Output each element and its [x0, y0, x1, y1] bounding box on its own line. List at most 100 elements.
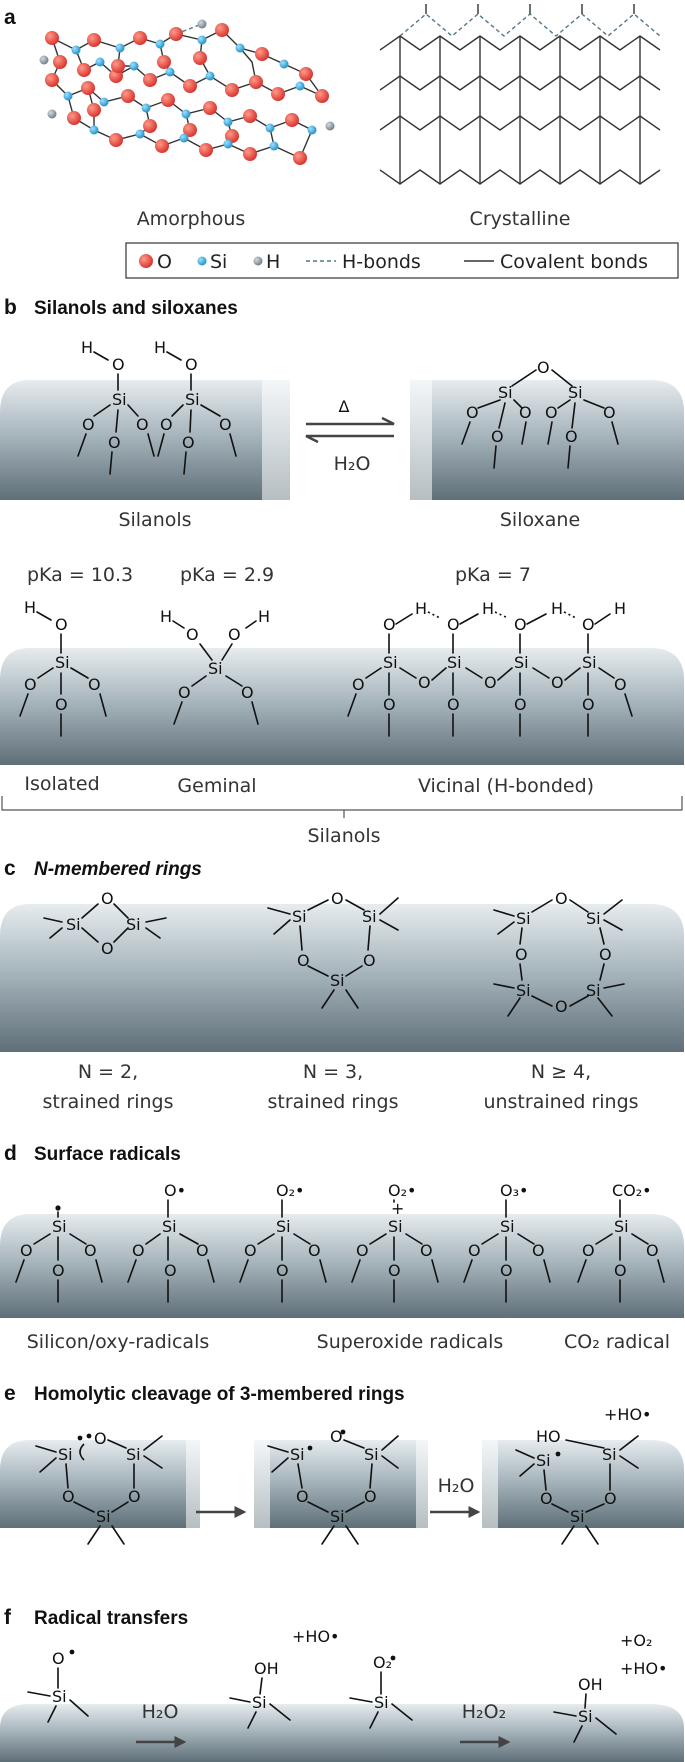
- ring-4-desc: unstrained rings: [483, 1091, 638, 1113]
- radical-ozonide: O₃•: [500, 1181, 528, 1200]
- f-oxygen-product: +O₂: [620, 1631, 652, 1650]
- svg-text:Si: Si: [516, 909, 531, 928]
- co2-radical-label: CO₂ radical: [564, 1331, 670, 1353]
- svg-text:Si: Si: [362, 907, 377, 926]
- silanols-caption: Silanols: [118, 509, 191, 531]
- svg-text:O: O: [604, 1489, 617, 1508]
- vicinal-label: Vicinal (H-bonded): [418, 775, 594, 797]
- svg-text:Si: Si: [500, 1217, 515, 1236]
- radical-superoxide-1: O₂•: [276, 1181, 304, 1200]
- svg-text:O: O: [515, 945, 528, 964]
- silanol-type-labels: Isolated Geminal Vicinal (H-bonded): [24, 773, 594, 797]
- f-hydroxyl-product-1: +HO•: [292, 1627, 339, 1646]
- f-peroxide-label: H₂O₂: [462, 1701, 506, 1723]
- svg-text:H: H: [24, 598, 36, 617]
- svg-text:O: O: [160, 415, 173, 434]
- svg-text:O: O: [500, 1261, 513, 1280]
- svg-text:O: O: [582, 615, 595, 634]
- svg-text:Si: Si: [374, 1693, 389, 1712]
- svg-text:Si: Si: [498, 383, 513, 402]
- amorphous-caption: Amorphous: [137, 208, 246, 230]
- panel-d-title: Surface radicals: [34, 1144, 181, 1165]
- svg-text:O: O: [420, 1241, 433, 1260]
- radical-co2: CO₂•: [612, 1181, 652, 1200]
- svg-text:Si: Si: [208, 659, 223, 678]
- ring-4-n: N ≥ 4,: [531, 1061, 591, 1083]
- panel-e-title: Homolytic cleavage of 3-membered rings: [34, 1384, 405, 1405]
- ring-2-n: N = 2,: [78, 1061, 138, 1083]
- svg-text:O: O: [352, 675, 365, 694]
- ring-captions: N = 2, strained rings N = 3, strained ri…: [42, 1061, 638, 1113]
- svg-text:OH: OH: [254, 1659, 279, 1678]
- panel-b-title: Silanols and siloxanes: [34, 298, 238, 319]
- svg-text:O: O: [112, 355, 125, 374]
- svg-text:Si: Si: [276, 1217, 291, 1236]
- svg-text:O: O: [94, 1429, 107, 1448]
- siloxane-caption: Siloxane: [500, 509, 580, 531]
- svg-text:+: +: [391, 1199, 404, 1218]
- svg-text:Si: Si: [447, 653, 462, 672]
- svg-text:H: H: [415, 599, 427, 618]
- silanols-group-label: Silanols: [307, 825, 380, 847]
- svg-text:Si: Si: [52, 1687, 67, 1706]
- svg-text:Si: Si: [514, 653, 529, 672]
- siloxane-surface: [410, 380, 684, 500]
- svg-text:O: O: [108, 433, 121, 452]
- radical-superoxide-2: O₂•: [388, 1181, 416, 1200]
- svg-text:Si: Si: [602, 1445, 617, 1464]
- svg-text:O: O: [330, 1427, 343, 1446]
- svg-text:O: O: [646, 1241, 659, 1260]
- pka-geminal: pKa = 2.9: [180, 564, 274, 586]
- svg-text:O: O: [514, 695, 527, 714]
- svg-text:Si: Si: [112, 390, 127, 409]
- svg-text:O: O: [132, 1241, 145, 1260]
- amorphous-network: [39, 19, 335, 165]
- svg-text:O: O: [603, 403, 616, 422]
- svg-text:Si: Si: [570, 1507, 585, 1526]
- svg-text:O: O: [136, 415, 149, 434]
- svg-text:O: O: [514, 615, 527, 634]
- panel-f-letter: f: [4, 1606, 12, 1629]
- ring-3-desc: strained rings: [267, 1091, 398, 1113]
- svg-text:O: O: [383, 695, 396, 714]
- svg-text:O: O: [565, 427, 578, 446]
- svg-text:O: O: [484, 673, 497, 692]
- svg-text:O: O: [276, 1261, 289, 1280]
- svg-text:O: O: [545, 403, 558, 422]
- svg-text:Si: Si: [388, 1217, 403, 1236]
- radical-oxy: O•: [164, 1181, 186, 1200]
- geminal-label: Geminal: [177, 775, 256, 797]
- svg-text:Si: Si: [516, 981, 531, 1000]
- svg-text:O: O: [540, 1489, 553, 1508]
- svg-text:O: O: [614, 675, 627, 694]
- svg-text:O: O: [20, 1241, 33, 1260]
- svg-text:H: H: [154, 338, 166, 357]
- rings-surface: [0, 904, 684, 1052]
- svg-text:O: O: [55, 695, 68, 714]
- svg-text:O: O: [491, 427, 504, 446]
- svg-text:O: O: [101, 889, 114, 908]
- svg-text:Si: Si: [52, 1217, 67, 1236]
- svg-text:Si: Si: [364, 1445, 379, 1464]
- panel-c-letter: c: [4, 857, 16, 880]
- svg-text:O: O: [84, 1241, 97, 1260]
- svg-text:O: O: [383, 615, 396, 634]
- svg-text:O: O: [178, 683, 191, 702]
- panel-c-title: N-membered rings: [34, 859, 202, 880]
- crystalline-lattice: [379, 4, 661, 185]
- amorphous-atoms: [39, 19, 335, 165]
- svg-text:Si: Si: [66, 915, 81, 934]
- legend-hydrogen: H: [266, 251, 280, 273]
- svg-text:O: O: [364, 1487, 377, 1506]
- svg-text:H: H: [482, 599, 494, 618]
- e-surface-2: [254, 1440, 428, 1528]
- svg-text:Si: Si: [126, 1445, 141, 1464]
- svg-text:O: O: [447, 695, 460, 714]
